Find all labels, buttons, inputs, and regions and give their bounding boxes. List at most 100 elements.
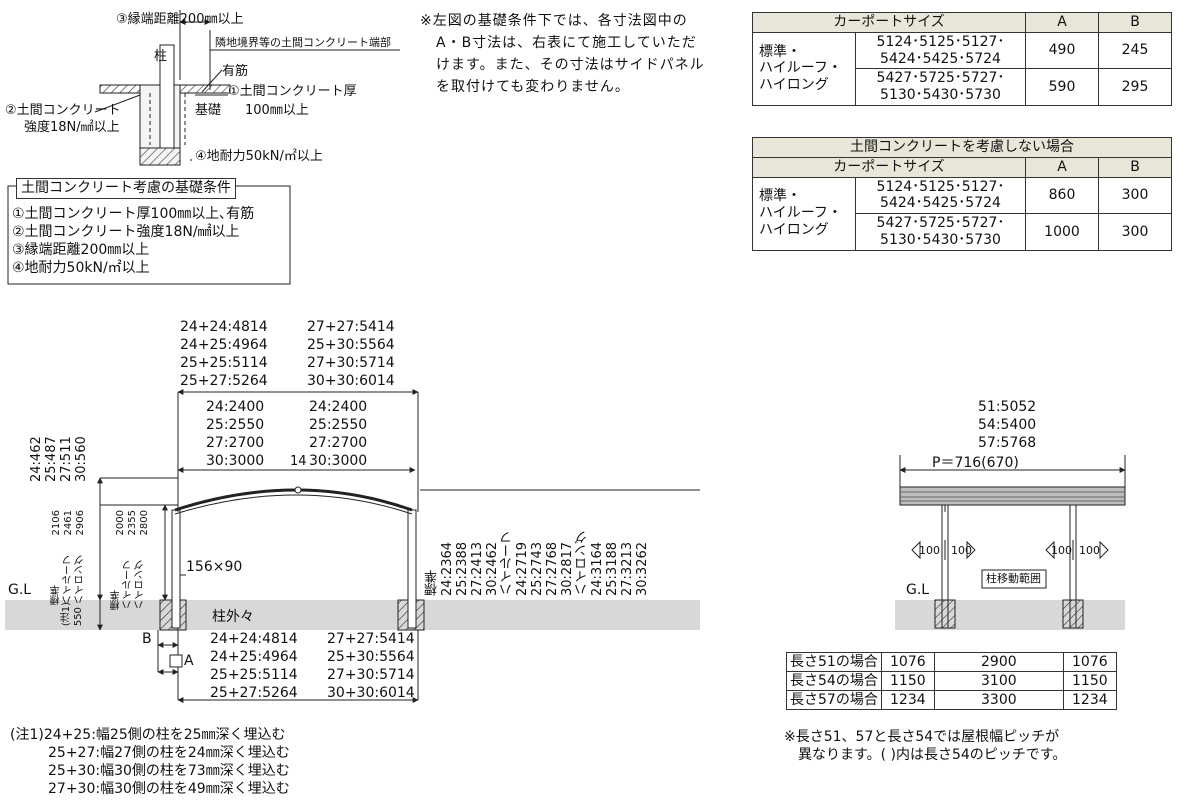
height-label: 24:462: [29, 436, 44, 482]
table-row: 長さ57の場合 1234 3300 1234: [786, 690, 1117, 711]
conditions-title: 土間コンクリート考慮の基礎条件: [16, 178, 236, 199]
post-size-label: 156×90: [186, 559, 243, 575]
bottom-widths: 24+24:4814 27+27:5414 24+25:4964 25+30:5…: [210, 630, 440, 702]
cell: 1234: [880, 690, 935, 711]
height-label: 標準: [425, 570, 440, 596]
size-line: 5427･5725･5727･: [876, 70, 1005, 87]
row-label: 長さ51の場合: [786, 651, 882, 673]
table-row: 長さ51の場合 1076 2900 1076: [786, 651, 1117, 673]
width-label: 25+25:5114: [180, 355, 268, 371]
size-line: 5424･5425･5724: [880, 195, 1001, 212]
height-label: 25:3188: [605, 541, 620, 596]
width-label: 24:2400: [206, 399, 265, 415]
side-note: ※長さ51、57と長さ54では屋根幅ピッチが 異なります。( )内は長さ54のピ…: [784, 728, 1066, 764]
size-header: カーポートサイズ: [752, 156, 1026, 178]
height-label: ハイロング: [575, 531, 590, 596]
width-label: 25+30:5564: [307, 337, 395, 353]
foundation-detail: [94, 10, 400, 166]
cell: 3100: [934, 671, 1064, 692]
b-value: 300: [1098, 213, 1172, 251]
type-label: ハイルーフ: [123, 560, 134, 610]
size-cell: 5427･5725･5727･ 5130･5430･5730: [855, 68, 1026, 106]
width-label: 30+30:6014: [327, 685, 415, 701]
length-label: 54:5400: [978, 417, 1037, 433]
size-line: 5124･5125･5127･: [876, 178, 1005, 195]
size-line: 5130･5430･5730: [880, 231, 1001, 248]
cell: 1076: [880, 651, 935, 673]
condition-item: ①土間コンクリート厚100㎜以上､有筋: [12, 206, 255, 222]
height-label: 27:3213: [620, 541, 635, 596]
height-label: 2106: [51, 510, 62, 536]
side-lengths: 51:5052 54:5400 57:5768: [978, 398, 1036, 452]
base-label: 基礎: [195, 103, 222, 118]
cell: 3300: [934, 690, 1064, 711]
offset-label: 100: [1079, 544, 1100, 557]
width-label: 24+24:4814: [210, 631, 298, 647]
height-label: 27:511: [59, 436, 74, 482]
type-label: ハイロング: [75, 555, 86, 605]
height-label: 2906: [75, 510, 86, 536]
width-label: 25:2550: [206, 417, 265, 433]
no-slab-title: 土間コンクリートを考慮しない場合: [752, 137, 1172, 158]
height-label: 24:3164: [590, 541, 605, 596]
height-label: 24:2364: [440, 541, 455, 596]
width-label: 24+25:4964: [180, 337, 268, 353]
height-label: 30:2462: [485, 541, 500, 596]
size-line: 5424･5425･5724: [880, 50, 1001, 67]
embed-depth: 550: [73, 607, 84, 627]
type-line: 標準・: [759, 43, 801, 60]
size-cell: 5124･5125･5127･ 5424･5425･5724: [855, 31, 1026, 70]
inner-widths: 24:2400 24:2400 25:2550 25:2550 27:2700 …: [206, 398, 406, 470]
note-line: 25+30:幅30側の柱を73㎜深く埋込む: [48, 763, 290, 779]
note-line: ※左図の基礎条件下では、各寸法図中の: [420, 13, 688, 29]
no-slab-table: 土間コンクリートを考慮しない場合 カーポートサイズ A B 標準・ ハイルーフ・…: [752, 137, 1172, 251]
pitch-label: P＝716(670): [932, 455, 1019, 471]
top-widths: 24+24:4814 27+27:5414 24+25:4964 25+30:5…: [180, 318, 430, 390]
type-line: 標準・: [759, 188, 801, 205]
width-label: 25:2550: [309, 417, 368, 433]
length-label: 57:5768: [978, 435, 1037, 451]
rebar-label: 有筋: [222, 64, 249, 79]
height-label: 27:2413: [470, 541, 485, 596]
offset-label: 100: [919, 544, 940, 557]
a-value: 590: [1025, 68, 1099, 106]
a-value: 860: [1025, 176, 1099, 215]
cell: 1150: [880, 671, 935, 692]
height-label: 2355: [127, 510, 138, 536]
table-row: 長さ54の場合 1150 3100 1150: [786, 671, 1117, 692]
width-label: 30+30:6014: [307, 373, 395, 389]
type-label: 標準・ ハイルーフ・ ハイロング: [752, 31, 856, 106]
side-gl-label: G.L: [906, 582, 930, 598]
width-label: 27+27:5414: [307, 319, 395, 335]
conditions-list: ①土間コンクリート厚100㎜以上､有筋 ②土間コンクリート強度18N/㎟以上 ③…: [12, 205, 254, 277]
type-label: 標準: [111, 590, 122, 610]
height-label: 30:2817: [560, 541, 575, 596]
type-label: ハイルーフ: [63, 555, 74, 605]
b-value: 245: [1098, 31, 1172, 70]
note-line: を取付けても変わりません。: [436, 79, 630, 95]
type-label: 標準・ ハイルーフ・ ハイロング: [752, 176, 856, 251]
size-line: 5427･5725･5727･: [876, 215, 1005, 232]
size-line: 5130･5430･5730: [880, 87, 1001, 104]
offset-label: 100: [951, 544, 972, 557]
note-line: A・B寸法は、右表にて施工していただ: [436, 35, 697, 51]
b-header: B: [1098, 156, 1172, 178]
boundary-label: 隣地境界等の土間コンクリート端部: [215, 36, 391, 49]
eave-heights: 2106 2461 2906: [51, 510, 86, 536]
width-label: 24+25:4964: [210, 649, 298, 665]
cell: 1234: [1062, 690, 1117, 711]
pillar-label: 柱: [154, 49, 168, 64]
outer-posts-label: 柱外々: [212, 609, 254, 625]
center-label: 14: [290, 454, 307, 469]
width-label: 25+27:5264: [180, 373, 268, 389]
cell: 2900: [934, 651, 1064, 673]
type-label: ハイロング: [135, 560, 146, 610]
size-cell: 5124･5125･5127･ 5424･5425･5724: [855, 176, 1026, 215]
row-label: 長さ54の場合: [786, 671, 882, 692]
type-line: ハイルーフ・: [759, 60, 842, 77]
condition-item: ③縁端距離200㎜以上: [12, 242, 150, 258]
left-heights: 24:462 25:487 27:511 30:560: [29, 430, 89, 482]
row-label: 長さ57の場合: [786, 690, 882, 711]
size-cell: 5427･5725･5727･ 5130･5430･5730: [855, 213, 1026, 251]
slab-thickness-label: ①土間コンクリート厚: [228, 84, 357, 99]
